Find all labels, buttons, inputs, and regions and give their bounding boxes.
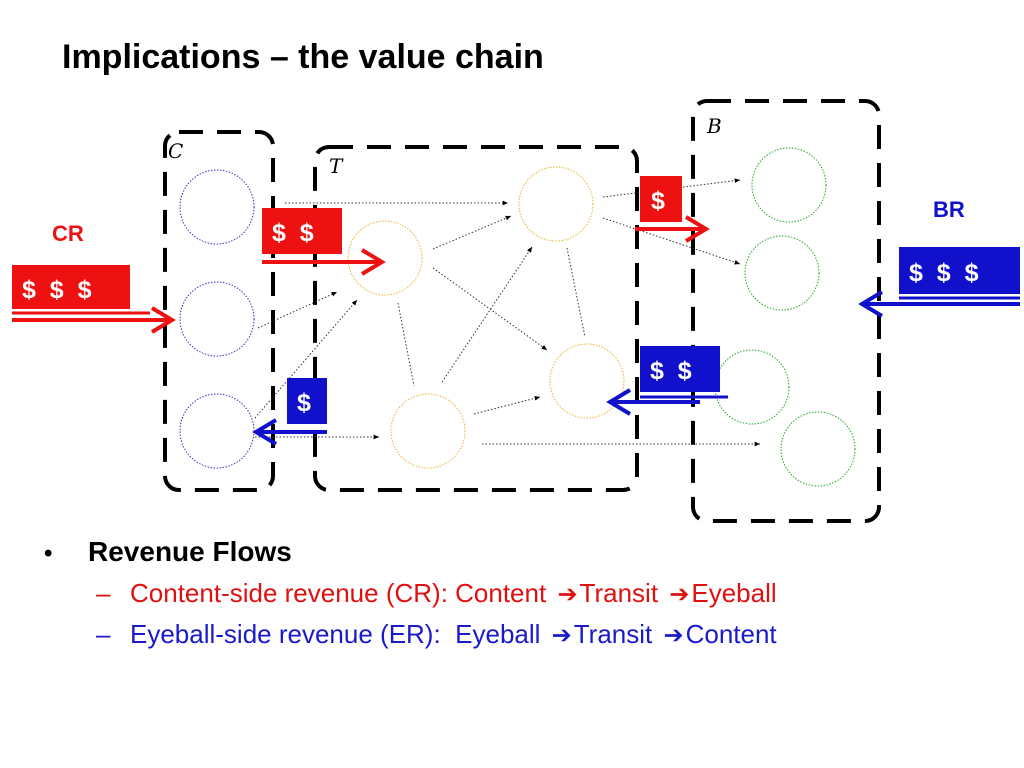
- transit-group-label: T: [329, 154, 344, 178]
- content-group-box: [163, 130, 275, 492]
- sub-bullet-prefix: Eyeball-side revenue (ER): Eyeball: [130, 619, 548, 649]
- br-arrowhead: [858, 290, 884, 318]
- cr-arrowhead: [150, 306, 176, 334]
- transit-to-content-money-flow: $: [252, 378, 327, 446]
- sub-bullet-content-side: – Content-side revenue (CR): Content ➔ T…: [96, 578, 1004, 609]
- slide-title: Implications – the value chain: [62, 38, 544, 76]
- connector: [566, 247, 586, 338]
- eyeball-node: [780, 411, 856, 487]
- connector: [432, 215, 512, 250]
- transit-nodes: [347, 166, 625, 469]
- content-group-label: C: [168, 139, 183, 163]
- connector: [397, 302, 415, 387]
- eyeball-node: [751, 147, 827, 223]
- br-money-flow: $ $ $: [858, 247, 1020, 318]
- br-badge: [899, 247, 1020, 294]
- bullet-heading-text: Revenue Flows: [88, 536, 292, 567]
- connector: [602, 217, 741, 265]
- connector: [473, 396, 541, 415]
- eyeball-node: [714, 349, 790, 425]
- eyeball-to-transit-badge: [640, 346, 720, 392]
- sub-bullet-mid: Transit: [573, 619, 660, 649]
- connector: [432, 267, 548, 351]
- connector: [254, 299, 358, 419]
- connector-lines: [254, 178, 760, 447]
- sub-bullet-prefix: Content-side revenue (CR): Content: [130, 578, 554, 608]
- right-arrow-icon: ➔: [557, 581, 578, 608]
- content-to-transit-badge-text: $ $: [272, 219, 314, 247]
- dash-icon: –: [96, 619, 111, 649]
- transit-to-content-arrowhead: [252, 418, 278, 446]
- right-arrow-icon: ➔: [669, 581, 690, 608]
- content-to-transit-badge: [262, 208, 342, 254]
- eyeball-to-transit-money-flow: $ $: [606, 346, 728, 416]
- content-node: [179, 393, 255, 469]
- transit-to-eyeball-arrowhead: [684, 215, 710, 243]
- transit-group-box: [313, 145, 639, 492]
- content-node: [179, 281, 255, 357]
- transit-node: [390, 393, 466, 469]
- sub-bullet-end: Eyeball: [691, 578, 777, 608]
- eyeball-to-transit-badge-text: $ $: [650, 357, 692, 385]
- connector: [441, 246, 533, 383]
- transit-to-eyeball-badge: [640, 176, 682, 222]
- cr-label: CR: [52, 221, 84, 246]
- right-arrow-icon: ➔: [551, 622, 572, 649]
- content-node: [179, 169, 255, 245]
- br-badge-text: $ $ $: [909, 259, 979, 287]
- eyeball-to-transit-arrowhead: [606, 388, 632, 416]
- transit-node: [518, 166, 594, 242]
- transit-node: [549, 343, 625, 419]
- bullet-heading: • Revenue Flows: [44, 536, 1004, 568]
- content-nodes: [179, 169, 255, 469]
- transit-to-eyeball-badge-text: $: [651, 187, 665, 215]
- cr-badge: [12, 265, 130, 309]
- value-chain-diagram: C T B CR BR $ $ $: [12, 99, 1020, 523]
- sub-bullet-eyeball-side: – Eyeball-side revenue (ER): Eyeball ➔ T…: [96, 619, 1004, 650]
- right-arrow-icon: ➔: [663, 622, 684, 649]
- transit-to-content-badge-text: $: [297, 389, 311, 417]
- bullet-list: • Revenue Flows – Content-side revenue (…: [44, 536, 1004, 650]
- eyeball-group-box: [691, 99, 881, 523]
- content-to-transit-money-flow: $ $: [262, 208, 386, 276]
- eyeball-group-label: B: [706, 114, 722, 138]
- content-to-transit-arrowhead: [360, 248, 386, 276]
- cr-money-flow: $ $ $: [12, 265, 176, 334]
- eyeball-node: [744, 235, 820, 311]
- eyeball-nodes: [714, 147, 856, 487]
- br-label: BR: [933, 197, 965, 222]
- sub-bullet-end: Content: [685, 619, 777, 649]
- connector: [257, 291, 338, 329]
- bullet-dot-icon: •: [44, 540, 53, 567]
- sub-bullet-mid: Transit: [579, 578, 666, 608]
- transit-to-content-badge: [287, 378, 327, 424]
- transit-to-eyeball-money-flow: $: [635, 176, 710, 243]
- cr-badge-text: $ $ $: [22, 276, 92, 304]
- dash-icon: –: [96, 578, 111, 608]
- transit-node: [347, 220, 423, 296]
